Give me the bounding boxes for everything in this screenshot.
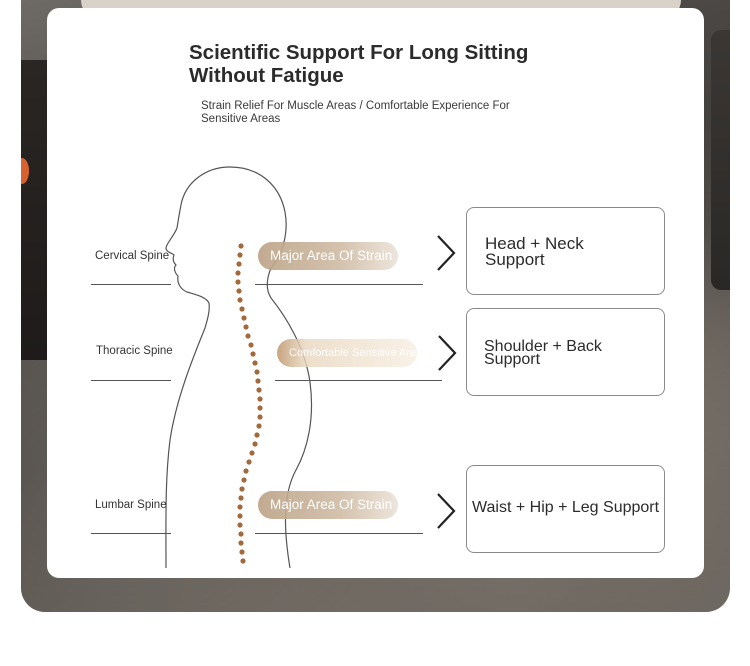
- chevron-right-icon: [438, 335, 457, 371]
- lumbar-strain-pill: Major Area Of Strain: [258, 491, 398, 519]
- cervical-left-line: [91, 284, 171, 285]
- thoracic-spine-label: Thoracic Spine: [96, 345, 173, 357]
- waist-hip-leg-support-box: Waist + Hip + Leg Support: [466, 465, 665, 553]
- shoulder-back-support-box: Shoulder + Back Support: [466, 308, 665, 396]
- lumbar-right-line: [255, 533, 423, 534]
- shoulder-back-support-text: Shoulder + Back Support: [484, 338, 602, 368]
- chevron-right-icon: [437, 493, 456, 529]
- chevron-right-icon: [437, 235, 456, 271]
- stool: [711, 30, 730, 290]
- lumbar-spine-label: Lumbar Spine: [95, 499, 167, 511]
- body-outline: [165, 166, 313, 569]
- spine-dots: [235, 243, 263, 564]
- thoracic-right-line: [275, 380, 442, 381]
- lumbar-left-line: [91, 533, 171, 534]
- page-subtitle: Strain Relief For Muscle Areas / Comfort…: [201, 100, 510, 125]
- cervical-spine-label: Cervical Spine: [95, 250, 170, 262]
- cervical-right-line: [255, 284, 423, 285]
- thoracic-left-line: [91, 380, 171, 381]
- waist-hip-leg-support-text: Waist + Hip + Leg Support: [472, 499, 660, 516]
- orange-decor: [21, 158, 29, 184]
- cervical-strain-pill: Major Area Of Strain: [258, 242, 398, 270]
- page-title: Scientific Support For Long Sitting With…: [189, 41, 529, 87]
- head-neck-support-box: Head + Neck Support: [466, 207, 665, 295]
- thoracic-sensitive-pill: Comfortable Sensitive Areas: [277, 339, 417, 367]
- head-neck-support-text: Head + Neck Support: [485, 234, 584, 269]
